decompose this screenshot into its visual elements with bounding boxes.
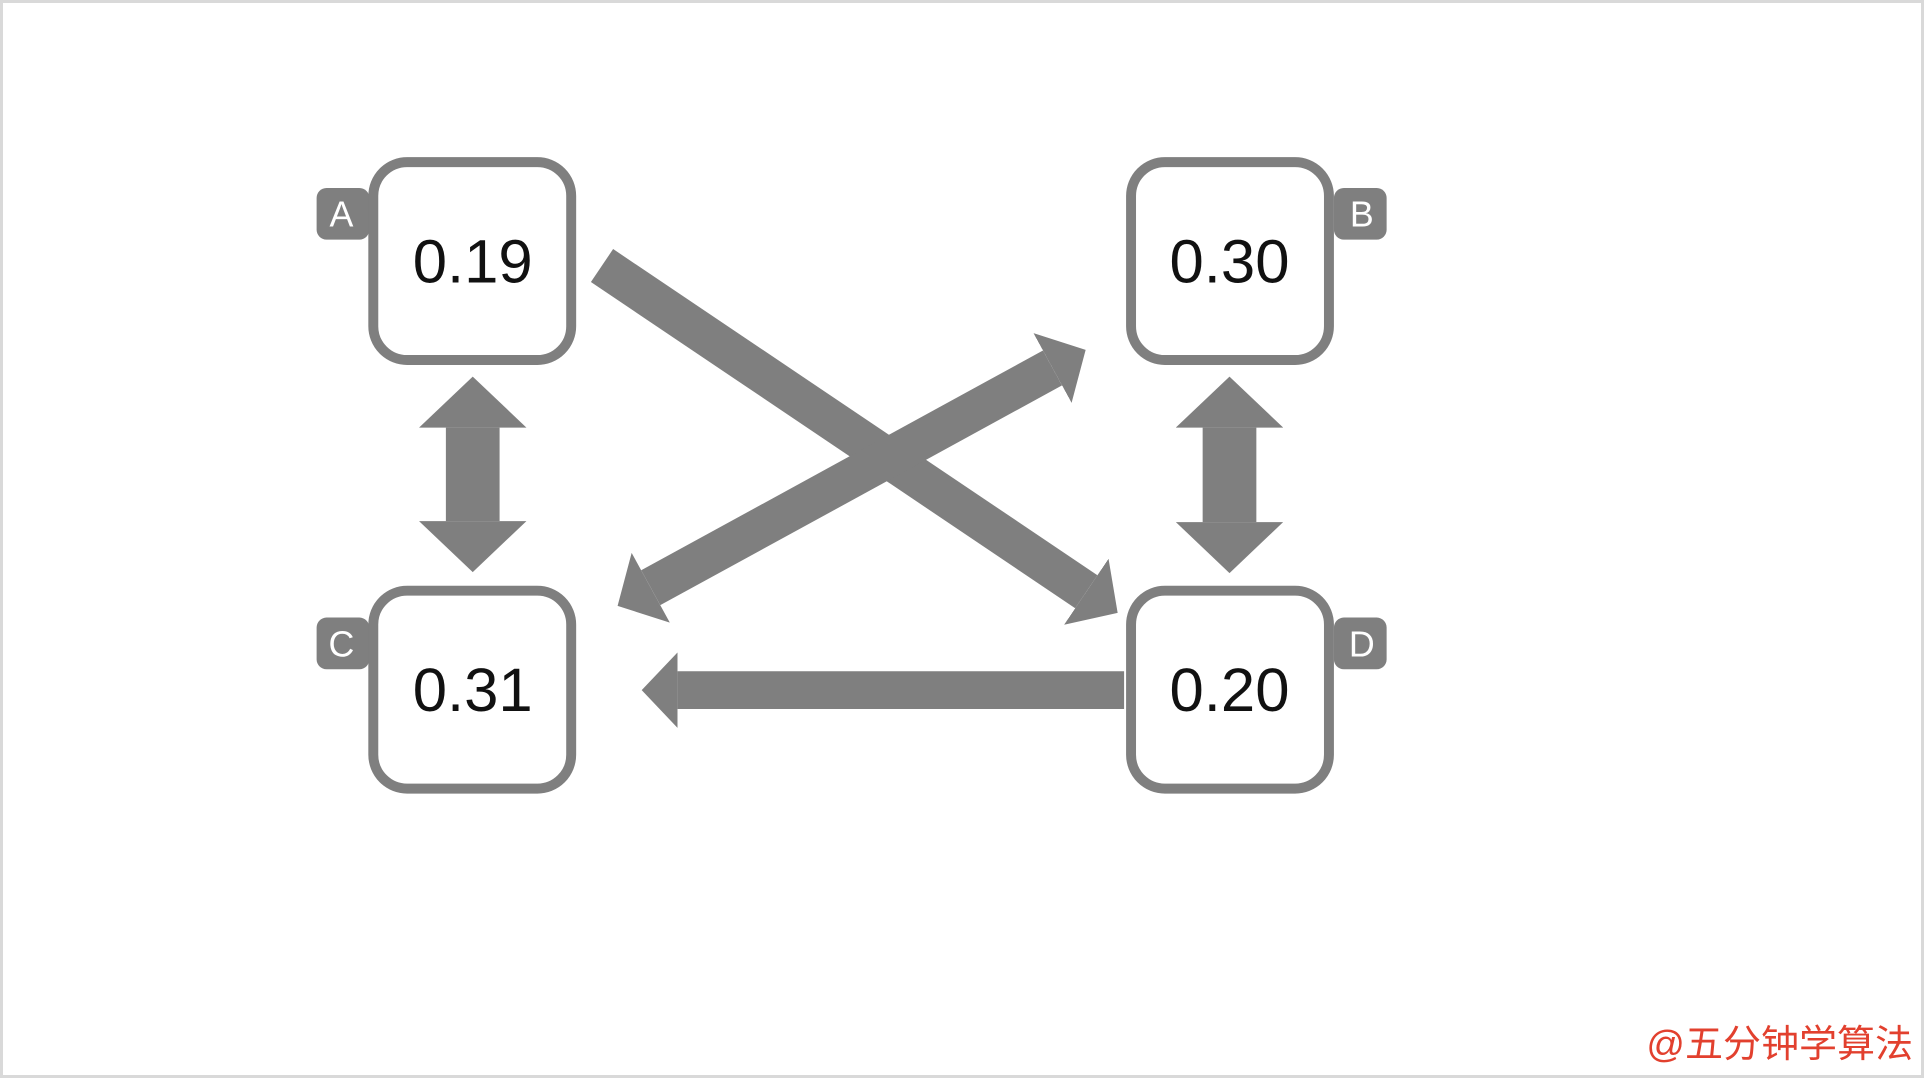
node-c-tab <box>316 617 370 670</box>
node-a-label: A <box>330 195 354 235</box>
node-c-box <box>368 585 577 794</box>
node-b-label: B <box>1350 195 1374 235</box>
node-d-box <box>1126 585 1334 794</box>
node-a-tab <box>316 187 370 240</box>
node-c-label: C <box>329 624 355 664</box>
node-d: D 0.20 <box>1126 585 1387 794</box>
node-b-value: 0.30 <box>1170 227 1290 296</box>
node-c: C 0.31 <box>316 585 577 794</box>
node-a: A 0.19 <box>316 157 577 365</box>
watermark: @五分钟学算法 <box>1646 1024 1913 1067</box>
node-d-value: 0.20 <box>1170 656 1290 725</box>
node-b-tab <box>1333 187 1387 240</box>
node-b-box <box>1126 157 1334 365</box>
pagerank-graph-diagram: A 0.19 B 0.30 C 0.31 D 0.20 <box>316 157 1387 794</box>
node-a-value: 0.19 <box>413 227 533 296</box>
node-d-label: D <box>1349 624 1375 664</box>
edges-layer <box>419 249 1284 728</box>
node-a-box <box>368 157 577 365</box>
node-c-value: 0.31 <box>413 656 533 725</box>
edge-c-b-double-arrow <box>617 333 1086 623</box>
node-b: B 0.30 <box>1126 157 1387 365</box>
edge-a-to-d-arrow <box>590 249 1118 625</box>
node-d-tab <box>1333 617 1387 670</box>
